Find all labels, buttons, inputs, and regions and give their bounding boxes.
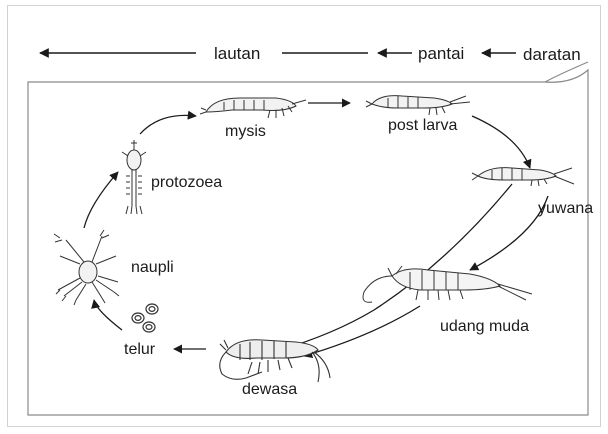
arrow-nauplius-to-protozoea (84, 172, 118, 228)
protozoea-illustration (122, 140, 146, 214)
stage-label-protozoea: protozoea (151, 174, 222, 192)
stage-label-egg: telur (124, 341, 155, 359)
arrow-egg-to-nauplius (94, 300, 122, 330)
arrow-young-to-adult (304, 306, 420, 356)
mysis-illustration (200, 98, 306, 118)
stage-label-nauplius: naupli (131, 259, 174, 277)
shore-curve (545, 62, 588, 82)
stage-label-young-shrimp: udang muda (440, 318, 529, 336)
zone-label-land: daratan (523, 45, 581, 64)
habitat-frame (28, 70, 588, 415)
zone-label-coast: pantai (418, 44, 464, 63)
arrow-protozoea-to-mysis (140, 115, 196, 134)
young-shrimp-illustration (363, 266, 532, 302)
arrow-postlarva-to-juvenile (472, 116, 530, 168)
juvenile-illustration (472, 168, 574, 186)
postlarva-illustration (366, 96, 470, 115)
stage-label-adult: dewasa (242, 381, 297, 399)
stage-label-postlarva: post larva (388, 117, 457, 135)
zone-label-sea: lautan (214, 44, 260, 63)
egg-illustration (132, 304, 158, 332)
arrow-juvenile-to-young (470, 196, 548, 270)
stage-label-juvenile: yuwana (538, 200, 593, 218)
stage-label-mysis: mysis (225, 123, 266, 141)
nauplius-illustration (54, 230, 119, 305)
adult-shrimp-illustration (220, 340, 330, 382)
